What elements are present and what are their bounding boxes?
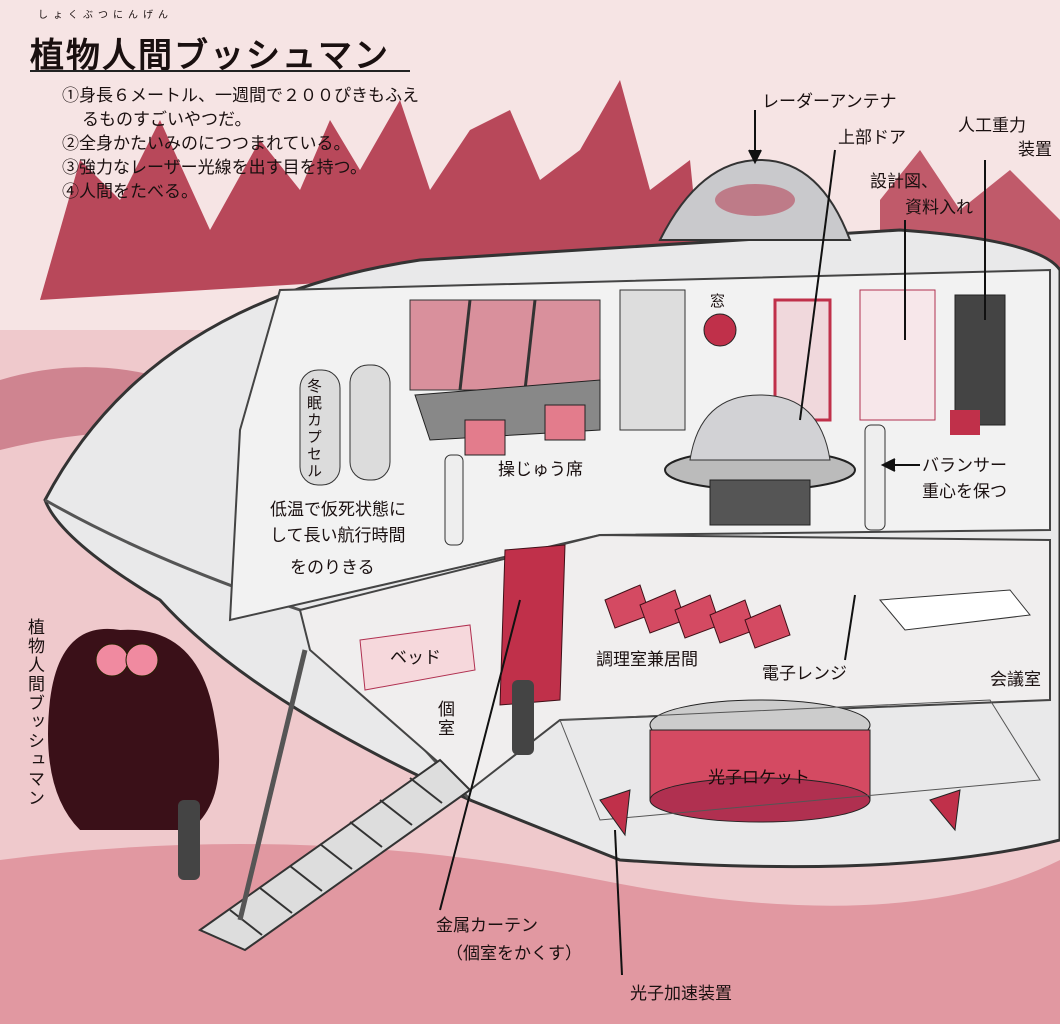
label-balancer-1: バランサー — [922, 456, 1007, 476]
bed — [359, 624, 476, 691]
accelerator-right — [929, 789, 961, 832]
label-curtain-1: 金属カーテン — [436, 916, 538, 936]
meeting-table — [878, 589, 1031, 631]
cryo-capsule — [299, 369, 341, 486]
note-line: ①身長６メートル、一週間で２００ぴきもふえ — [62, 86, 419, 106]
seat — [544, 404, 586, 441]
title-underline — [30, 70, 410, 72]
crew-figures — [178, 424, 886, 880]
label-range: 電子レンジ — [762, 664, 847, 684]
note-line: ②全身かたいみのにつつまれている。 — [62, 134, 351, 154]
label-sleep-2: して長い航行時間 — [270, 526, 406, 546]
label-private-room: 個室 — [434, 700, 454, 738]
metal-curtain — [499, 544, 566, 706]
label-monster: 植物人間ブッシュマン — [24, 618, 44, 808]
cryo-capsule — [349, 364, 391, 481]
label-meeting: 会議室 — [990, 670, 1041, 690]
grid-floor — [559, 699, 1041, 821]
rock-formations — [40, 80, 700, 300]
note-line: るものすごいやつだ。 — [82, 110, 252, 130]
note-line: ④人間をたべる。 — [62, 182, 198, 202]
label-cockpit: 操じゅう席 — [498, 460, 583, 480]
stair-steps — [229, 777, 443, 936]
label-blueprints-1: 設計図、 — [870, 172, 938, 192]
label-capsule: 冬眠カプセル — [305, 378, 323, 480]
label-radar: レーダーアンテナ — [762, 92, 897, 112]
landing-leg — [237, 649, 308, 921]
label-blueprints-2: 資料入れ — [905, 198, 973, 218]
rocket-base — [649, 777, 871, 823]
dome-interior — [715, 184, 795, 216]
note-line: ③強力なレーザー光線を出す目を持つ。 — [62, 158, 367, 178]
bushman-monster — [48, 628, 220, 830]
gravity-box — [950, 410, 980, 435]
blueprint-cabinet — [859, 289, 936, 421]
gravity-device — [954, 294, 1006, 426]
seat — [464, 419, 506, 456]
label-sleep-1: 低温で仮死状態に — [270, 500, 406, 520]
label-window: 窓 — [710, 292, 726, 310]
label-top-door: 上部ドア — [838, 128, 906, 148]
control-panel — [619, 289, 686, 431]
balancer-pillar — [709, 479, 811, 526]
label-rocket: 光子ロケット — [708, 768, 810, 788]
accelerator-left — [599, 789, 631, 837]
label-curtain-2: （個室をかくす） — [446, 944, 582, 964]
title-ruby: しょくぶつにんげん — [38, 10, 173, 21]
window-porthole — [703, 313, 737, 347]
label-accelerator: 光子加速装置 — [630, 984, 732, 1004]
label-sleep-3: をのりきる — [290, 558, 375, 578]
label-bed: ベッド — [390, 648, 441, 668]
label-gravity-1: 人工重力 — [958, 116, 1026, 136]
page-title: 植物人間ブッシュマン — [30, 36, 390, 76]
balancer-dome — [689, 394, 831, 461]
label-kitchen: 調理室兼居間 — [596, 650, 698, 670]
lounge-seats — [604, 584, 791, 649]
leader-lines — [439, 110, 986, 976]
cockpit-windows — [409, 299, 601, 391]
label-gravity-2: 装置 — [1018, 140, 1052, 160]
label-balancer-2: 重心を保つ — [922, 482, 1007, 502]
notes-list: ①身長６メートル、一週間で２００ぴきもふえ るものすごいやつだ。 ②全身かたいみ… — [62, 84, 419, 204]
